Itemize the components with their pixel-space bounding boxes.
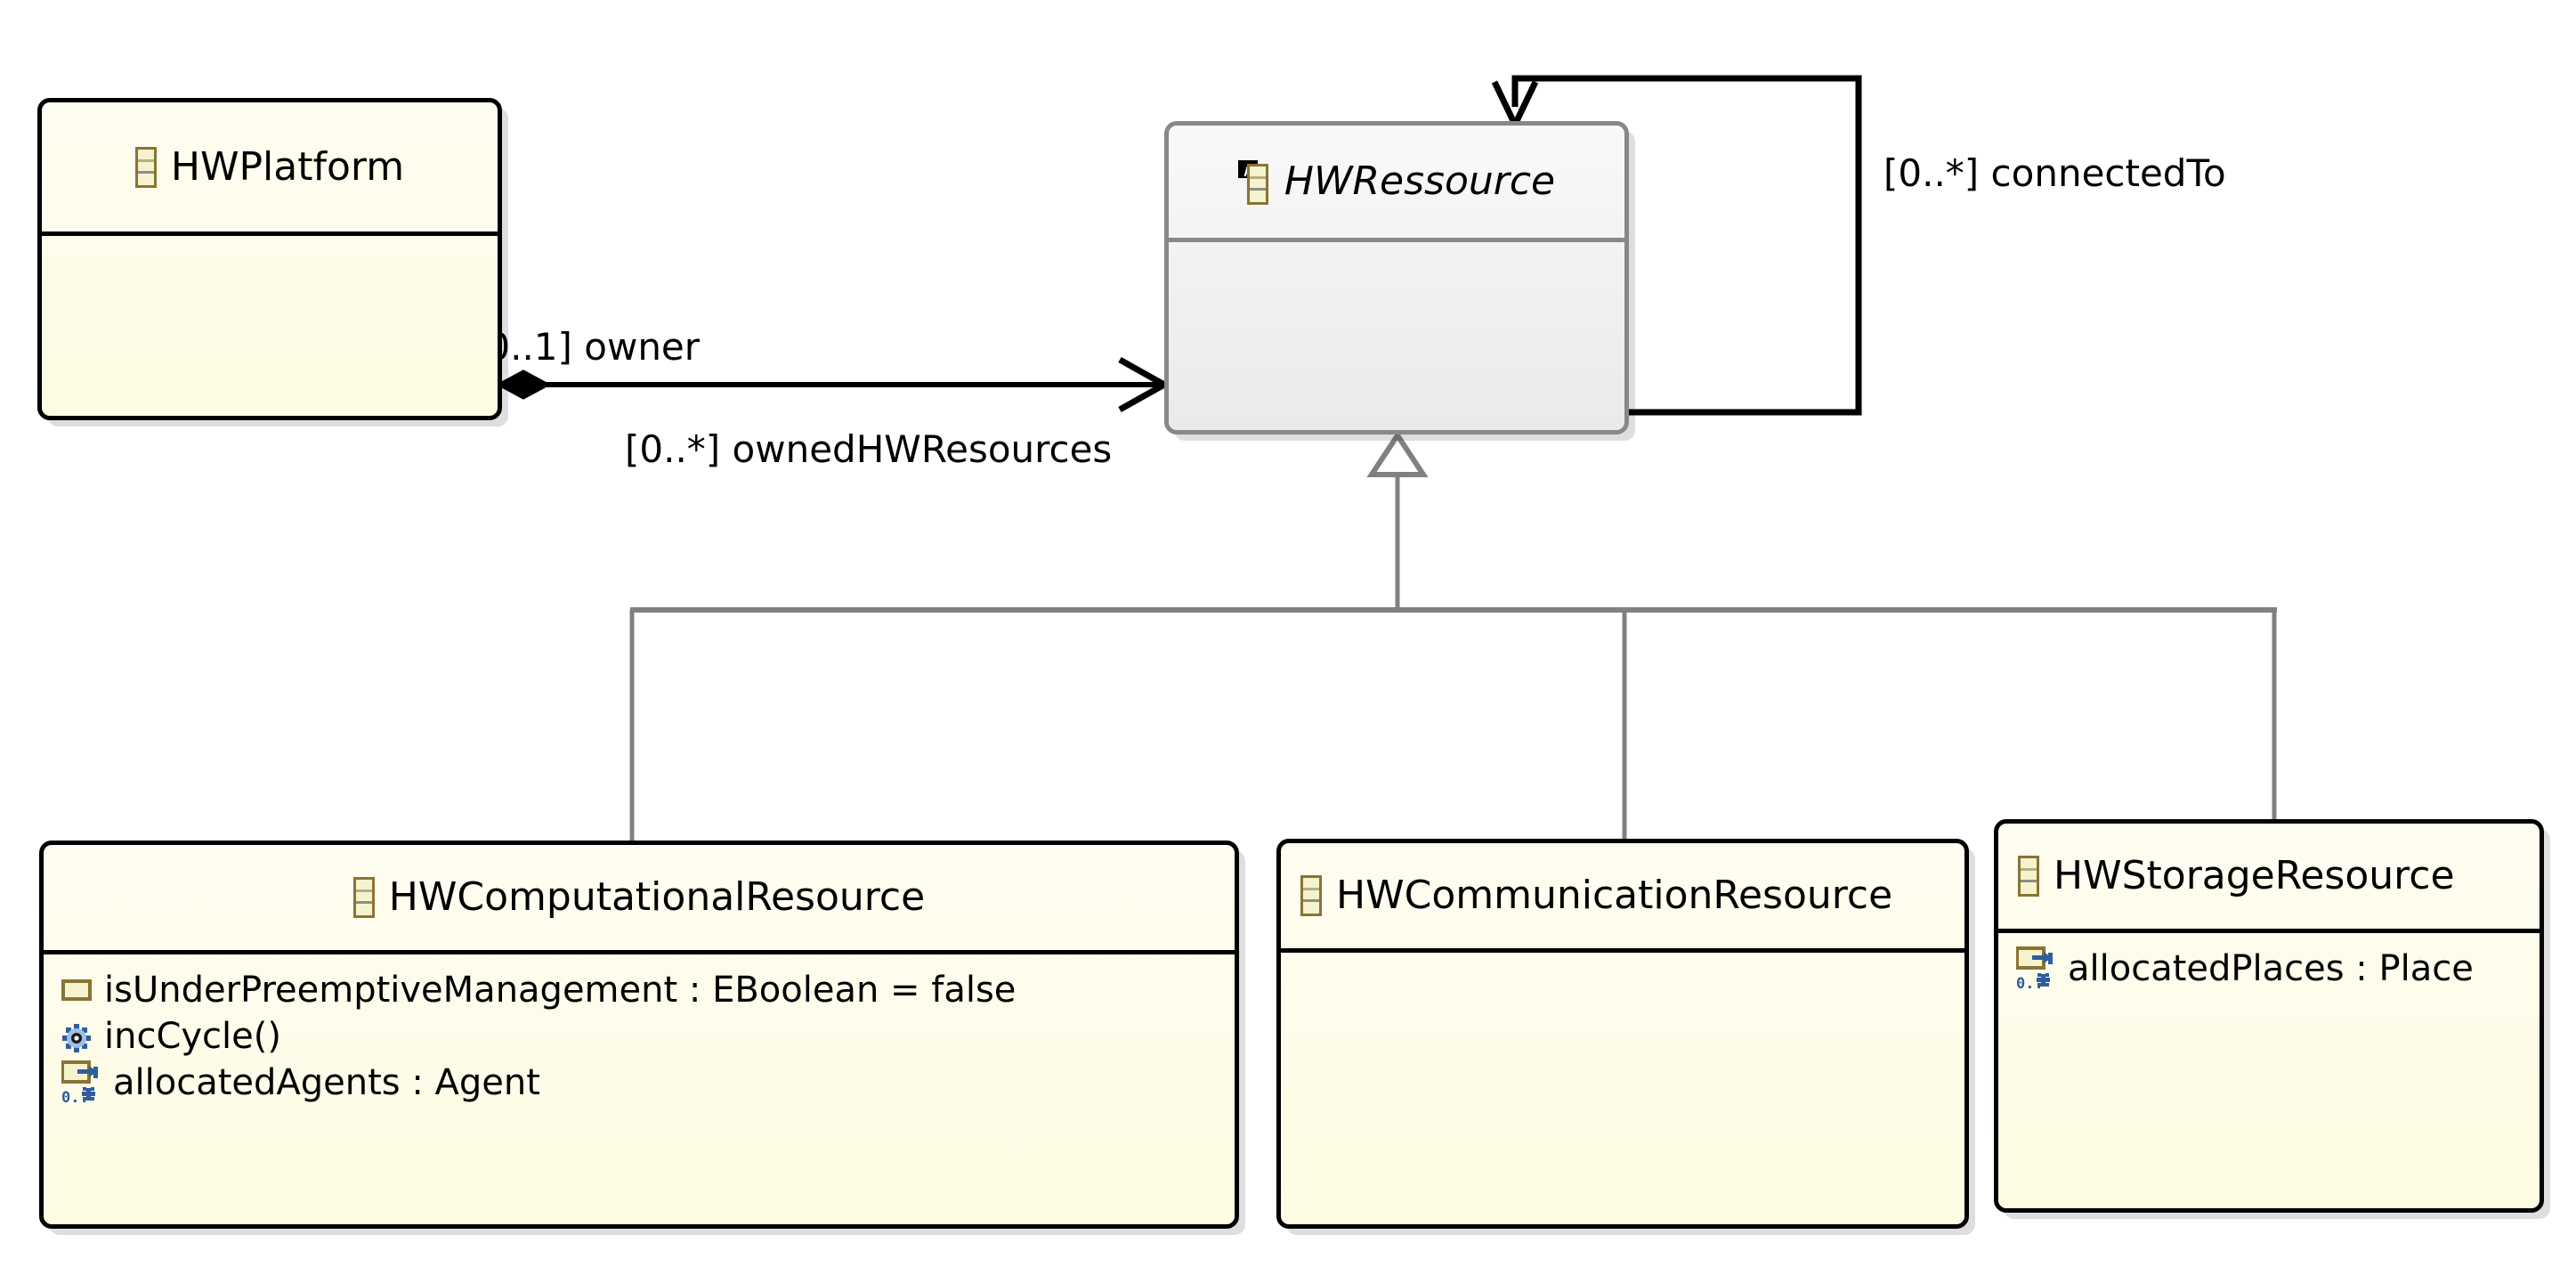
class-title-hwplatform: HWPlatform	[170, 143, 405, 190]
class-title-hwressource: HWRessource	[1284, 158, 1556, 204]
class-box-hwstorageresource[interactable]: HWStorageResource 0..	[1994, 819, 2544, 1213]
member-label: incCycle()	[104, 1016, 281, 1057]
class-header-hwcommunicationresource: HWCommunicationResource	[1281, 843, 1964, 948]
class-divider	[44, 950, 1235, 954]
reference-icon: 0..	[2015, 946, 2055, 993]
class-header-hwressource: A HWRessource	[1169, 126, 1624, 238]
member-attribute-isunderpreemptivemanagement[interactable]: isUnderPreemptiveManagement : EBoolean =…	[44, 967, 1235, 1013]
class-header-hwplatform: HWPlatform	[42, 102, 498, 231]
member-reference-allocatedagents[interactable]: 0.. allocatedAgents : Agent	[44, 1060, 1235, 1107]
operation-icon	[61, 1021, 92, 1052]
member-reference-allocatedplaces[interactable]: 0.. allocatedPlaces : Place	[1998, 946, 2540, 993]
class-header-hwcomputationalresource: HWComputationalResource	[44, 845, 1235, 950]
member-operation-inccycle[interactable]: incCycle()	[44, 1013, 1235, 1060]
self-association-arrowhead	[1491, 80, 1539, 133]
class-divider	[1998, 929, 2540, 933]
label-ownedhwresources: [0..*] ownedHWResources	[625, 427, 1113, 471]
uml-abstract-class-icon: A	[1237, 160, 1270, 205]
class-box-hwcommunicationresource[interactable]: HWCommunicationResource	[1276, 839, 1969, 1229]
generalization-arrowhead	[1366, 430, 1429, 477]
class-body-hwcommunicationresource	[1281, 953, 1964, 1224]
member-label: isUnderPreemptiveManagement : EBoolean =…	[104, 970, 1017, 1011]
uml-class-icon	[1300, 875, 1322, 916]
uml-class-icon	[134, 146, 157, 188]
uml-class-icon	[352, 877, 375, 918]
composition-diamond	[495, 370, 552, 400]
class-box-hwcomputationalresource[interactable]: HWComputationalResource isUnderPreemptiv…	[39, 841, 1239, 1229]
member-label: allocatedAgents : Agent	[113, 1062, 540, 1103]
class-divider	[1281, 948, 1964, 953]
class-header-hwstorageresource: HWStorageResource	[1998, 824, 2540, 929]
class-box-hwplatform[interactable]: HWPlatform	[37, 98, 502, 420]
uml-class-icon	[2018, 856, 2039, 897]
generalization-tree	[629, 430, 2277, 844]
reference-icon: 0..	[61, 1060, 101, 1107]
member-label: allocatedPlaces : Place	[2068, 948, 2474, 989]
class-body-hwstorageresource: 0.. allocatedPlaces : Place	[1998, 933, 2540, 1208]
class-divider	[42, 231, 498, 236]
class-title-hwstorageresource: HWStorageResource	[2054, 853, 2455, 898]
label-owner: [0..1] owner	[472, 325, 701, 369]
attribute-icon	[61, 979, 92, 1001]
composition-arrowhead	[1118, 356, 1171, 413]
class-body-hwressource	[1169, 242, 1624, 430]
class-divider	[1169, 238, 1624, 242]
class-body-hwplatform	[42, 236, 498, 416]
class-body-hwcomputationalresource: isUnderPreemptiveManagement : EBoolean =…	[44, 954, 1235, 1224]
class-title-hwcomputationalresource: HWComputationalResource	[388, 874, 926, 920]
class-title-hwcommunicationresource: HWCommunicationResource	[1336, 873, 1893, 918]
class-box-hwressource[interactable]: A HWRessource	[1164, 121, 1629, 435]
label-connectedto: [0..*] connectedTo	[1883, 151, 2226, 195]
